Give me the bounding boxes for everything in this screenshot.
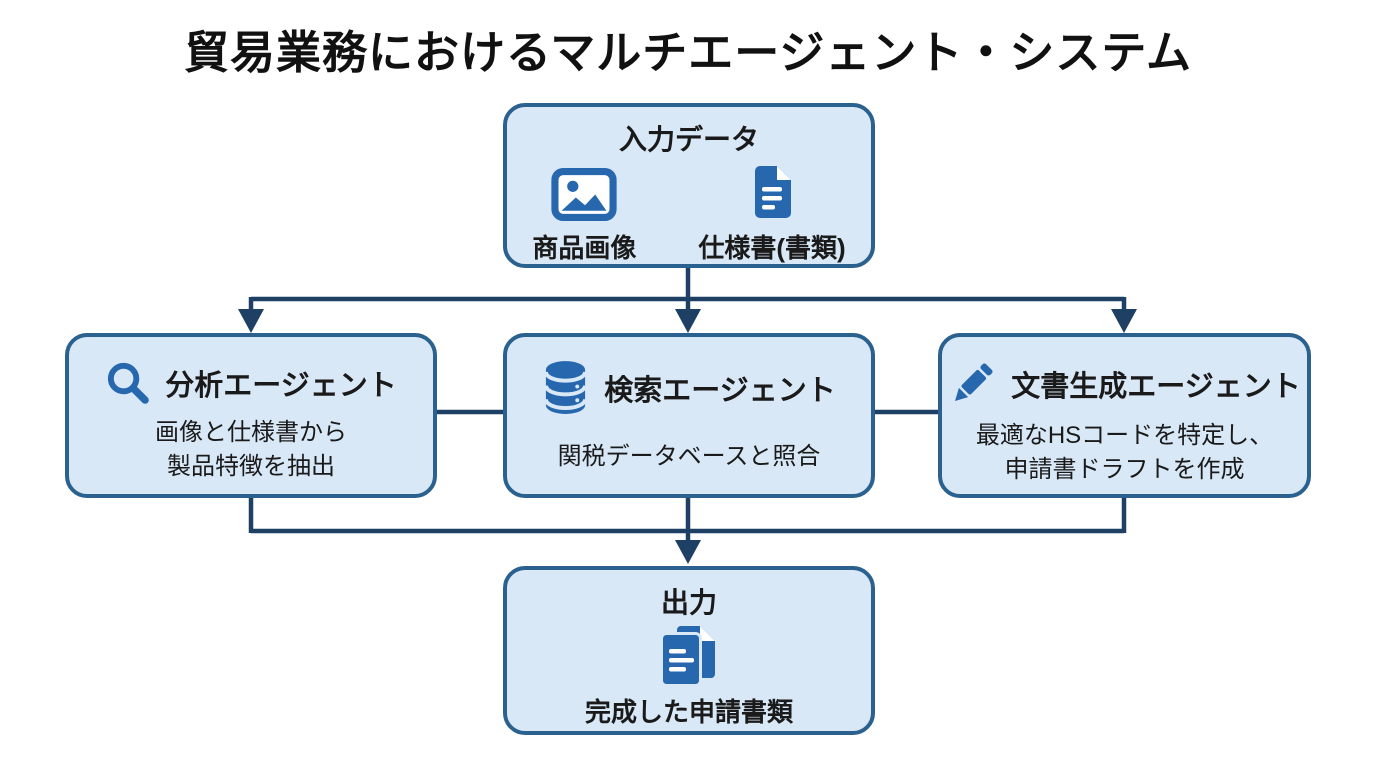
input-item-product-image: 商品画像 (532, 168, 636, 265)
analysis-agent-description: 画像と仕様書から 製品特徴を抽出 (155, 416, 347, 484)
output-title: 出力 (660, 587, 717, 618)
search-agent-title: 検索エージェント (604, 374, 836, 407)
image-icon (551, 168, 617, 221)
document-icon (755, 166, 791, 218)
node-docgen-agent: 文書生成エージェント 最適なHSコードを特定し、 申請書ドラフトを作成 (938, 333, 1311, 498)
search-agent-description: 関税データベースと照合 (557, 443, 821, 470)
page-title: 貿易業務におけるマルチエージェント・システム (184, 27, 1192, 78)
spec-document-label: 仕様書(書類) (698, 233, 846, 263)
magnifier-icon (108, 362, 150, 404)
docgen-agent-header: 文書生成エージェント (948, 360, 1301, 408)
search-agent-header: 検索エージェント (542, 360, 836, 415)
database-icon (544, 361, 588, 414)
documents-icon (660, 626, 715, 687)
product-image-label: 商品画像 (532, 233, 637, 263)
analysis-desc-line1: 画像と仕様書から (155, 419, 347, 446)
output-label: 完成した申請書類 (584, 697, 793, 727)
node-output: 出力 完成した申請書類 (503, 566, 875, 735)
input-title: 入力データ (618, 124, 759, 155)
analysis-desc-line2: 製品特徴を抽出 (167, 453, 335, 481)
analysis-agent-title: 分析エージェント (165, 369, 397, 402)
docgen-desc-line2: 申請書ドラフトを作成 (1004, 456, 1245, 484)
input-items: 商品画像 仕様書(書類) (532, 163, 846, 265)
docgen-agent-title: 文書生成エージェント (1011, 371, 1301, 403)
docgen-desc-line1: 最適なHSコードを特定し、 (975, 422, 1274, 449)
input-item-spec-document: 仕様書(書類) (698, 163, 846, 265)
docgen-agent-description: 最適なHSコードを特定し、 申請書ドラフトを作成 (976, 419, 1273, 487)
node-input-data: 入力データ 商品画像 仕様書(書類) (503, 103, 875, 268)
analysis-agent-header: 分析エージェント (105, 360, 397, 405)
node-analysis-agent: 分析エージェント 画像と仕様書から 製品特徴を抽出 (65, 333, 437, 498)
pen-icon (955, 363, 993, 401)
node-search-agent: 検索エージェント 関税データベースと照合 (503, 333, 875, 498)
